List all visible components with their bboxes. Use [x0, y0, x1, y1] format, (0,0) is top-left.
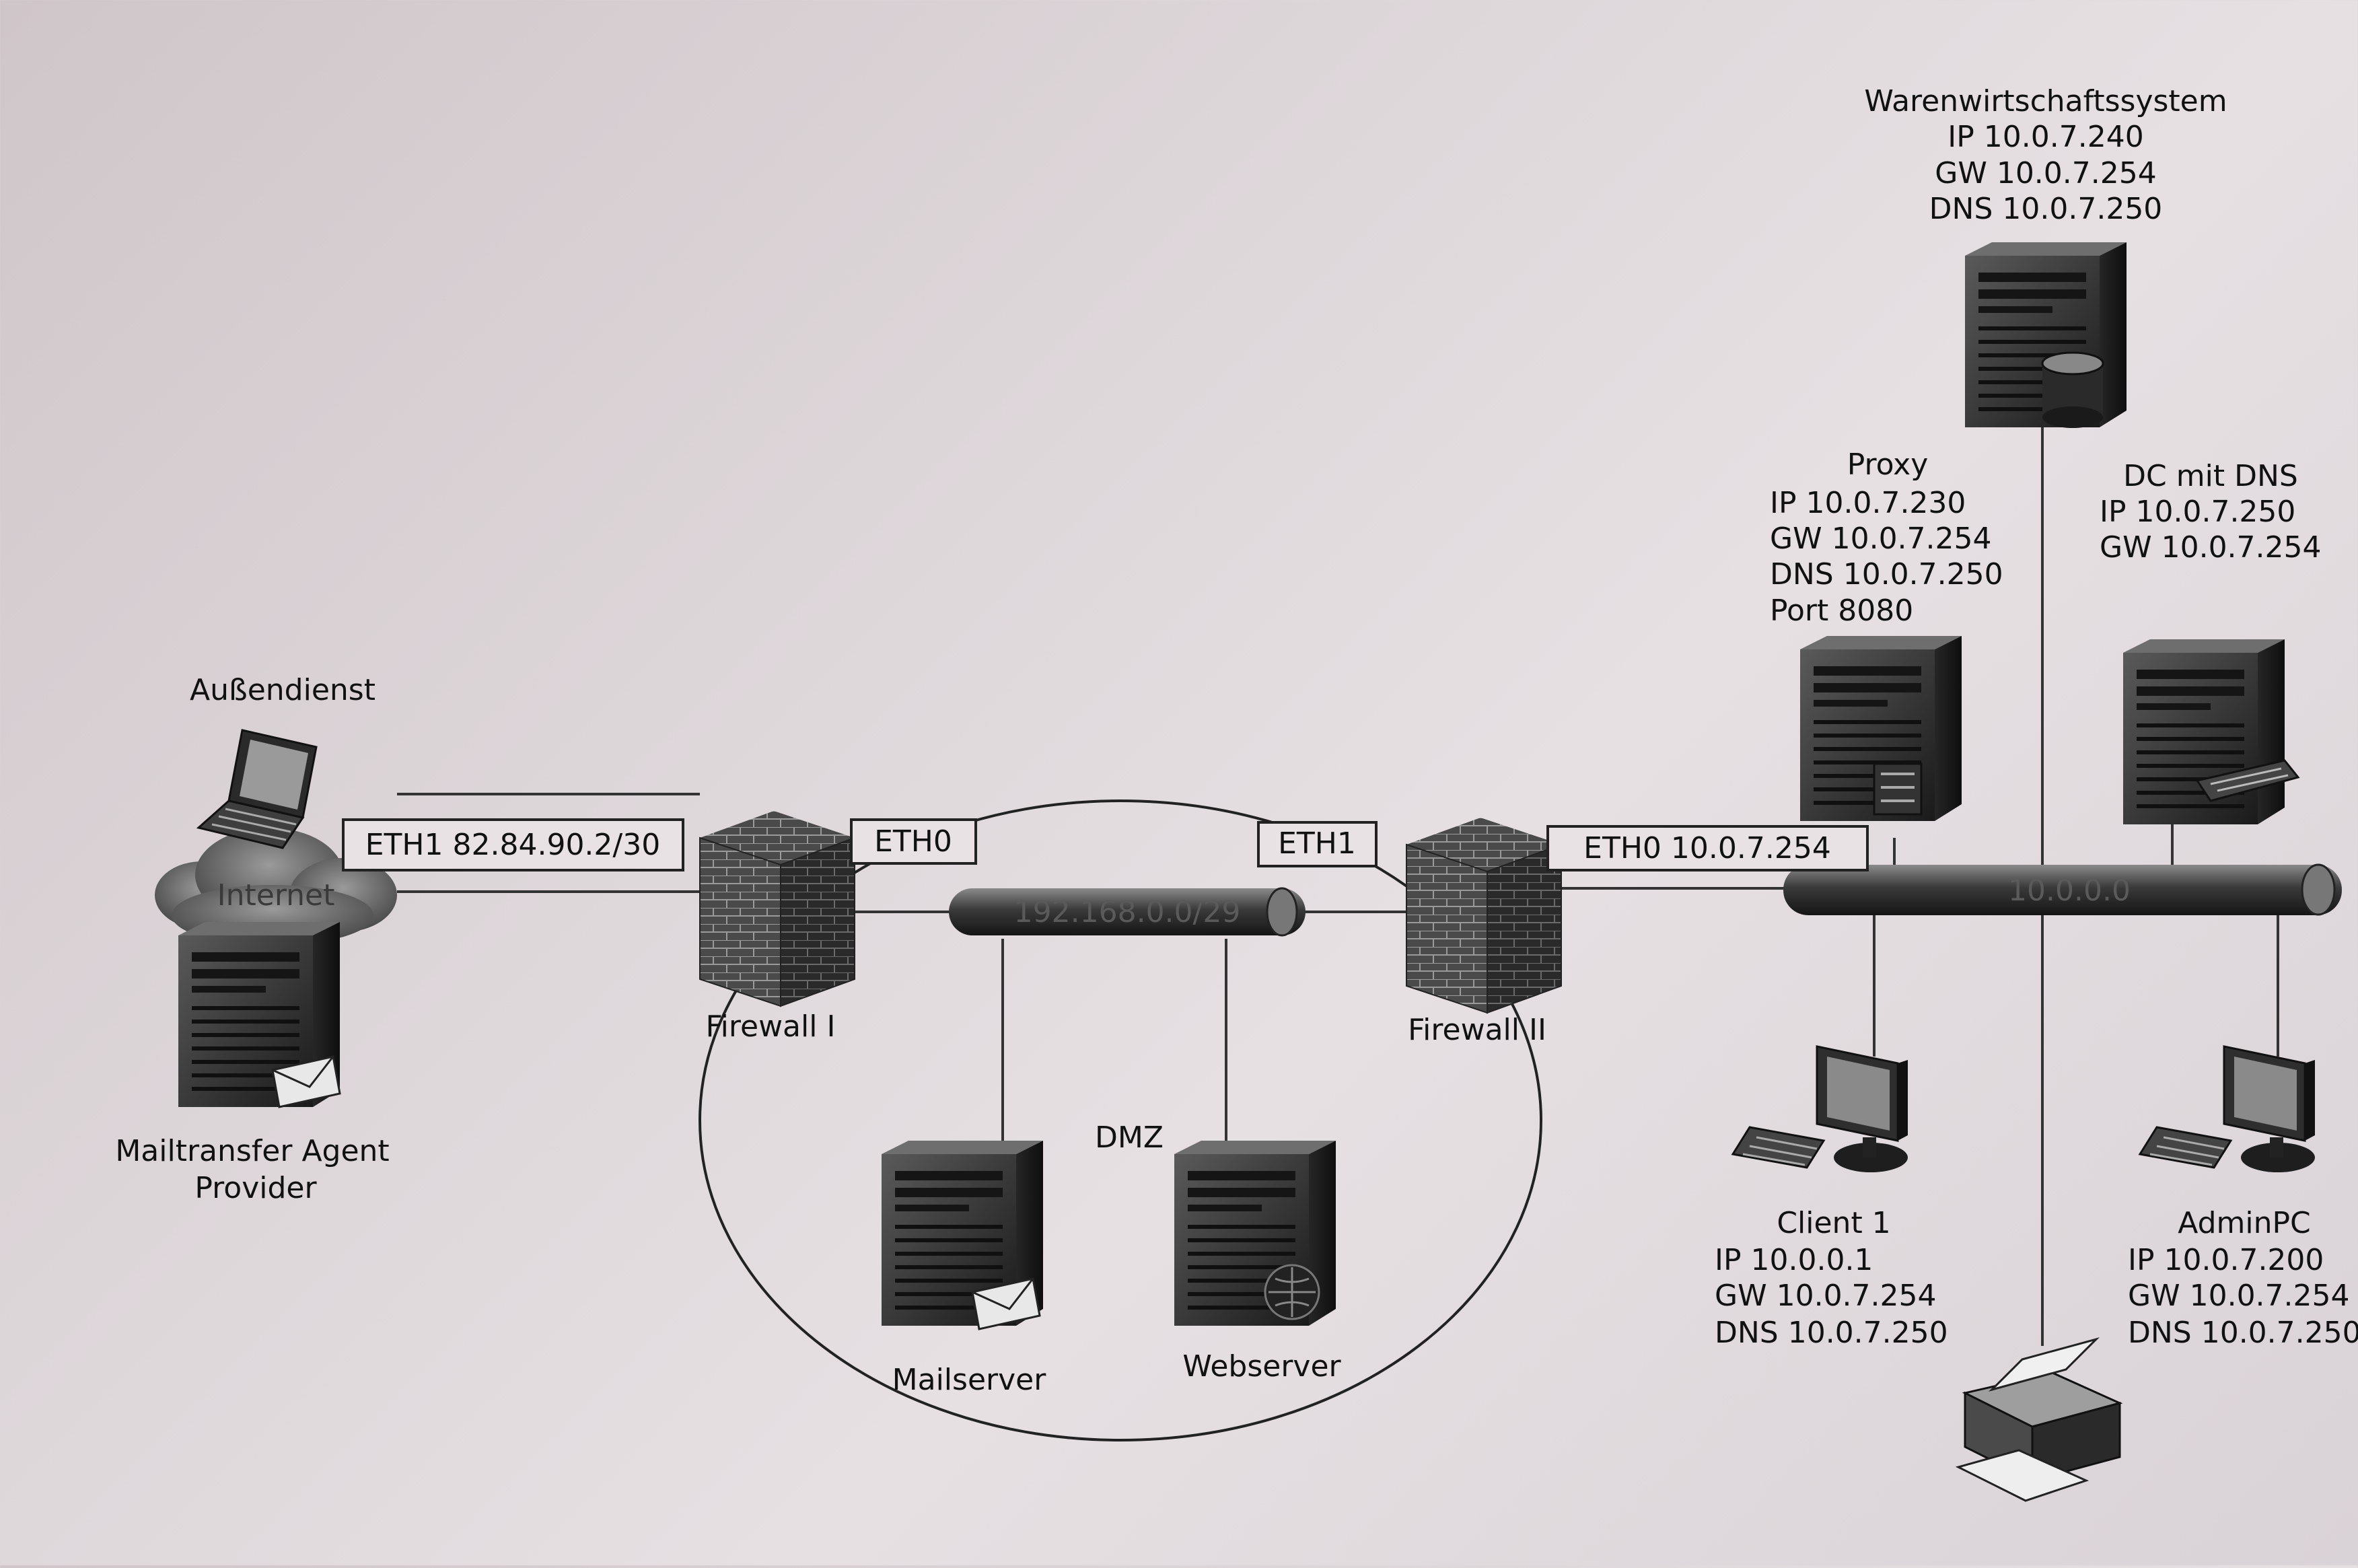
laptop-aussendienst	[197, 729, 318, 849]
eth1-dmz-interface: ETH1	[1257, 821, 1378, 867]
wws-dns: DNS 10.0.7.250	[1929, 192, 2163, 226]
lan-net-label: 10.0.0.0	[2008, 874, 2131, 908]
client1-dns: DNS 10.0.7.250	[1715, 1316, 1948, 1350]
mta-label-line1: Mailtransfer Agent	[115, 1134, 389, 1168]
server-mta	[178, 922, 341, 1108]
server-mailserver	[882, 1141, 1043, 1330]
adminpc-ip: IP 10.0.7.200	[2128, 1243, 2324, 1277]
dmz-net-label: 192.168.0.0/29	[1014, 895, 1241, 929]
dc-info: DC mit DNS IP 10.0.7.250 GW 10.0.7.254	[2100, 459, 2322, 565]
server-proxy	[1800, 636, 1962, 821]
dmz-network-pipe: 192.168.0.0/29	[949, 887, 1306, 937]
wws-name: Warenwirtschaftssystem	[1864, 84, 2227, 118]
proxy-gw: GW 10.0.7.254	[1770, 522, 1992, 556]
adminpc-name: AdminPC	[2178, 1206, 2310, 1240]
client1-gw: GW 10.0.7.254	[1715, 1279, 1937, 1313]
dc-name: DC mit DNS	[2123, 459, 2298, 493]
firewall-2	[1406, 817, 1562, 1013]
server-dc	[2123, 639, 2300, 824]
eth0-dmz-label: ETH0	[874, 824, 952, 859]
mailserver-label: Mailserver	[892, 1363, 1047, 1397]
server-wws	[1965, 242, 2127, 428]
internet-label: Internet	[217, 878, 335, 913]
dc-gw: GW 10.0.7.254	[2100, 530, 2322, 565]
printer-icon	[1957, 1338, 2121, 1502]
proxy-info: Proxy IP 10.0.7.230 GW 10.0.7.254 DNS 10…	[1770, 448, 2003, 628]
adminpc-dns: DNS 10.0.7.250	[2128, 1316, 2358, 1350]
adminpc-gw: GW 10.0.7.254	[2128, 1279, 2350, 1313]
eth1-external-label: ETH1 82.84.90.2/30	[365, 828, 660, 862]
proxy-ip: IP 10.0.7.230	[1770, 486, 1966, 520]
eth0-dmz-interface: ETH0	[850, 818, 977, 865]
database-icon	[2041, 351, 2104, 428]
adminpc-info: AdminPC IP 10.0.7.200 GW 10.0.7.254 DNS …	[2128, 1206, 2358, 1350]
eth1-dmz-label: ETH1	[1278, 826, 1356, 861]
pc-client1	[1731, 1045, 1909, 1174]
server-webserver	[1174, 1141, 1336, 1326]
wws-info: Warenwirtschaftssystem IP 10.0.7.240 GW …	[1864, 84, 2227, 226]
firewall-2-label: Firewall II	[1408, 1013, 1546, 1047]
firewall-1	[699, 810, 855, 1007]
proxy-dns: DNS 10.0.7.250	[1770, 557, 2003, 592]
wws-ip: IP 10.0.7.240	[1948, 120, 2143, 154]
dmz-label: DMZ	[1095, 1120, 1164, 1155]
proxy-port: Port 8080	[1770, 594, 1913, 628]
aussendienst-label: Außendienst	[190, 673, 376, 707]
firewall-1-label: Firewall I	[706, 1009, 836, 1044]
eth0-lan-label: ETH0 10.0.7.254	[1583, 831, 1831, 865]
eth0-lan-interface: ETH0 10.0.7.254	[1546, 825, 1869, 871]
client1-ip: IP 10.0.0.1	[1715, 1243, 1873, 1277]
eth1-external-interface: ETH1 82.84.90.2/30	[342, 818, 684, 871]
mta-label-line2: Provider	[194, 1171, 317, 1205]
wws-gw: GW 10.0.7.254	[1935, 156, 2157, 190]
lan-network-pipe: 10.0.0.0	[1783, 863, 2342, 916]
dmz-zone	[699, 799, 1542, 1441]
dc-ip: IP 10.0.7.250	[2100, 495, 2295, 529]
webserver-label: Webserver	[1182, 1349, 1341, 1384]
client1-info: Client 1 IP 10.0.0.1 GW 10.0.7.254 DNS 1…	[1715, 1206, 1948, 1350]
client1-name: Client 1	[1777, 1206, 1890, 1240]
proxy-name: Proxy	[1847, 448, 1929, 482]
pc-adminpc	[2139, 1045, 2316, 1174]
